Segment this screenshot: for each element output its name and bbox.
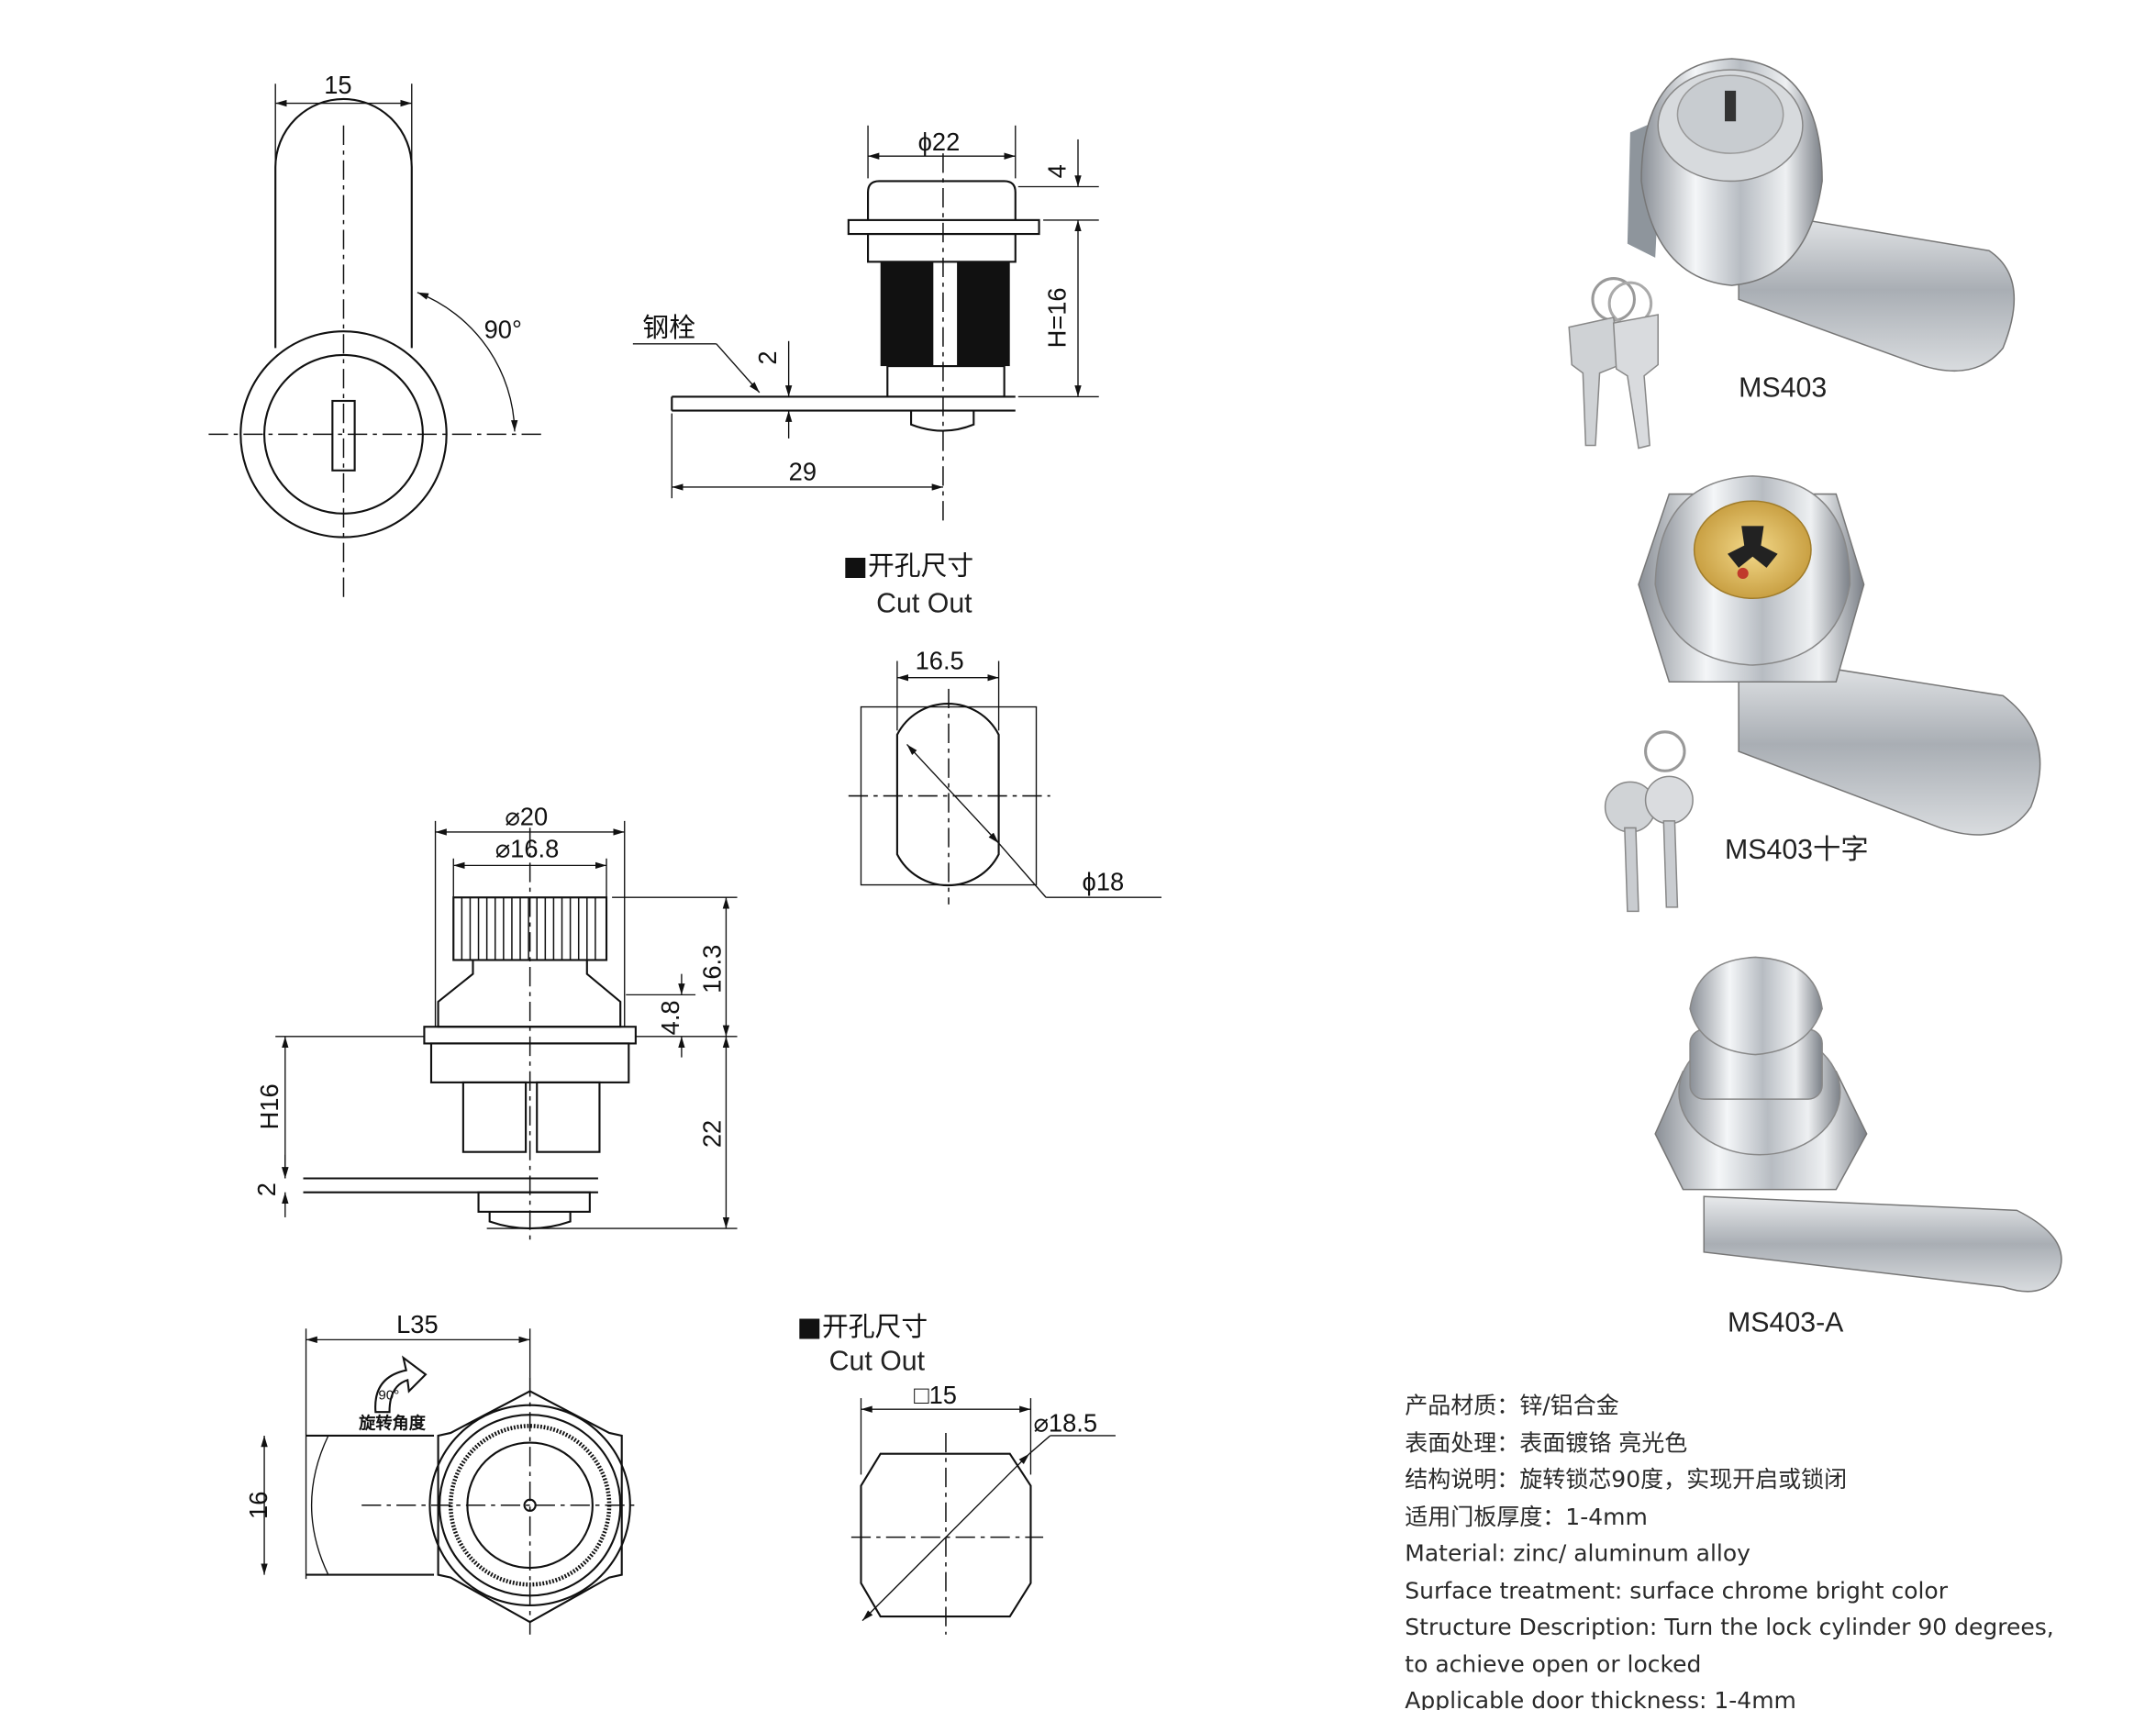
cutout-2-title-en: Cut Out: [829, 1347, 926, 1377]
cutout-1: ■开孔尺寸 Cut Out 16.5 ϕ18: [843, 550, 1161, 905]
dim-t2: 2: [252, 1183, 281, 1196]
spec-surface-cn: 表面处理：表面镀铬 亮光色: [1405, 1430, 1687, 1457]
spec-structure-en: Structure Description: Turn the lock cyl…: [1405, 1614, 2053, 1640]
rotation-label: 旋转角度: [358, 1413, 427, 1433]
cutout-1-title-cn: ■开孔尺寸: [843, 550, 973, 581]
dim-l35: L35: [396, 1310, 439, 1338]
cutout-2-title-cn: ■开孔尺寸: [797, 1311, 928, 1342]
dim-h2: 4.8: [656, 1000, 684, 1035]
dim-thickness: 2: [753, 350, 782, 364]
dim-top: 4: [1042, 164, 1071, 178]
dim-inner: ⌀16.8: [495, 834, 560, 862]
dim-16: 16: [244, 1492, 272, 1519]
dim-h1: 16.3: [697, 945, 726, 994]
cutout-2: ■开孔尺寸 Cut Out □15 ⌀18.5: [797, 1311, 1116, 1635]
dim-length: 29: [789, 457, 817, 485]
cutout-2-diameter: ⌀18.5: [1033, 1408, 1097, 1437]
dim-diameter: ϕ22: [918, 128, 961, 156]
dim-h16: H16: [255, 1083, 283, 1129]
spec-thickness-en: Applicable door thickness: 1-4mm: [1405, 1687, 1796, 1710]
rotation-arrow-icon: [374, 1355, 428, 1414]
spec-list: 产品材质：锌/铝合金 表面处理：表面镀铬 亮光色 结构说明：旋转锁芯90度，实现…: [1405, 1393, 2053, 1710]
bolt-label: 钢栓: [642, 312, 695, 343]
keys-icon: [1568, 277, 1659, 450]
keys-icon: [1604, 730, 1694, 913]
product-ms403-cross: MS403十字: [1604, 475, 2041, 913]
dim-h3: 22: [697, 1120, 726, 1148]
spec-material-en: Material: zinc/ aluminum alloy: [1405, 1539, 1750, 1566]
cutout-1-width: 16.5: [916, 647, 964, 675]
product-name: MS403十字: [1725, 834, 1869, 865]
product-name: MS403: [1739, 372, 1827, 403]
knob-front-drawing: L35 16 90° 旋转角度: [244, 1310, 640, 1635]
dim-angle: 90°: [484, 316, 522, 344]
spec-structure-cn: 结构说明：旋转锁芯90度，实现开启或锁闭: [1405, 1466, 1847, 1493]
side-view-drawing: ϕ22 4 H=16 钢栓 2 29: [632, 125, 1099, 522]
rotation-degree: 90°: [378, 1388, 399, 1404]
knob-side-drawing: ⌀20 ⌀16.8 16.3 4.8 22 H16 2: [252, 802, 738, 1246]
front-view-drawing: 15 90°: [208, 71, 543, 602]
dim-height: H=16: [1042, 287, 1071, 348]
spec-surface-en: Surface treatment: surface chrome bright…: [1405, 1577, 1948, 1604]
cutout-1-title-en: Cut Out: [876, 588, 972, 618]
dim-width: 15: [324, 71, 351, 99]
product-ms403: MS403: [1568, 58, 2016, 450]
spec-material-cn: 产品材质：锌/铝合金: [1405, 1393, 1618, 1419]
product-ms403-a: MS403-A: [1654, 956, 2062, 1338]
cutout-2-square: □15: [914, 1381, 957, 1409]
spec-thickness-cn: 适用门板厚度：1-4mm: [1405, 1504, 1648, 1530]
keyhole-icon: [1725, 90, 1737, 122]
cross-keyhole-icon: [1728, 526, 1778, 568]
cutout-1-diameter: ϕ18: [1083, 868, 1125, 896]
spec-structure-en-cont: to achieve open or locked: [1405, 1651, 1701, 1678]
product-name: MS403-A: [1728, 1307, 1844, 1338]
dim-outer: ⌀20: [505, 802, 548, 830]
